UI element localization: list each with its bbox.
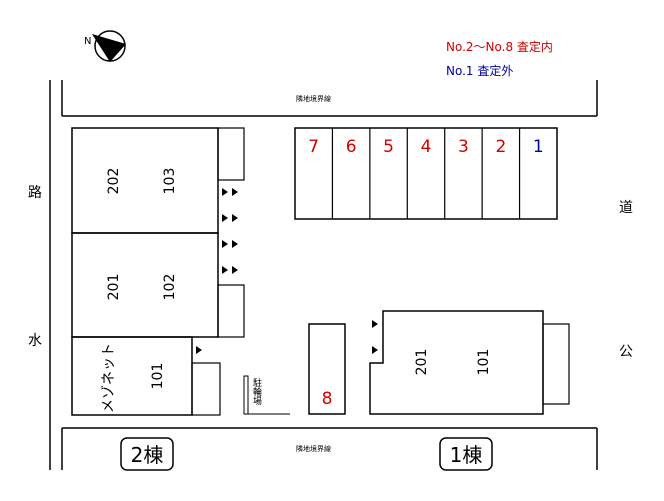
unit-201-b1: 201 xyxy=(414,349,430,376)
bicycle-parking-label: 駐輪場 xyxy=(251,377,262,406)
parking-number-8: 8 xyxy=(322,389,333,409)
unit-101-b1: 101 xyxy=(476,349,492,376)
building-2 xyxy=(71,127,245,416)
road-right-bottom: 公 xyxy=(619,344,633,360)
unit-202: 202 xyxy=(106,168,122,195)
boundary-bottom-label: 隣地境界線 xyxy=(296,444,331,453)
unit-101-b2: 101 xyxy=(150,363,166,390)
unit-103: 103 xyxy=(162,168,178,195)
parking-space-8 xyxy=(308,323,346,415)
parking-number-4: 4 xyxy=(421,137,432,157)
parking-number-3: 3 xyxy=(458,137,469,157)
parking-number-6: 6 xyxy=(346,137,357,157)
building-2-label: 2棟 xyxy=(131,443,164,467)
building-1-label: 1棟 xyxy=(450,443,483,467)
parking-number-5: 5 xyxy=(383,137,394,157)
parking-number-1: 1 xyxy=(533,137,544,157)
road-left-top: 路 xyxy=(28,185,42,201)
legend-assessed-out: No.1 査定外 xyxy=(446,63,513,78)
road-left-bottom: 水 xyxy=(28,333,42,349)
parking-row: 7 6 5 4 3 2 1 xyxy=(294,127,558,220)
unit-201-b2: 201 xyxy=(106,274,122,301)
legend-assessed-in: No.2～No.8 査定内 xyxy=(446,39,553,54)
unit-maisonette: メゾネット xyxy=(101,343,117,413)
compass-label: N xyxy=(84,36,91,47)
parking-number-7: 7 xyxy=(308,137,319,157)
boundary-top-label: 隣地境界線 xyxy=(296,94,331,103)
unit-102: 102 xyxy=(162,274,178,301)
building-1 xyxy=(369,310,570,415)
compass-icon: N xyxy=(84,30,126,62)
parking-number-2: 2 xyxy=(495,137,506,157)
road-right-top: 道 xyxy=(619,200,633,216)
